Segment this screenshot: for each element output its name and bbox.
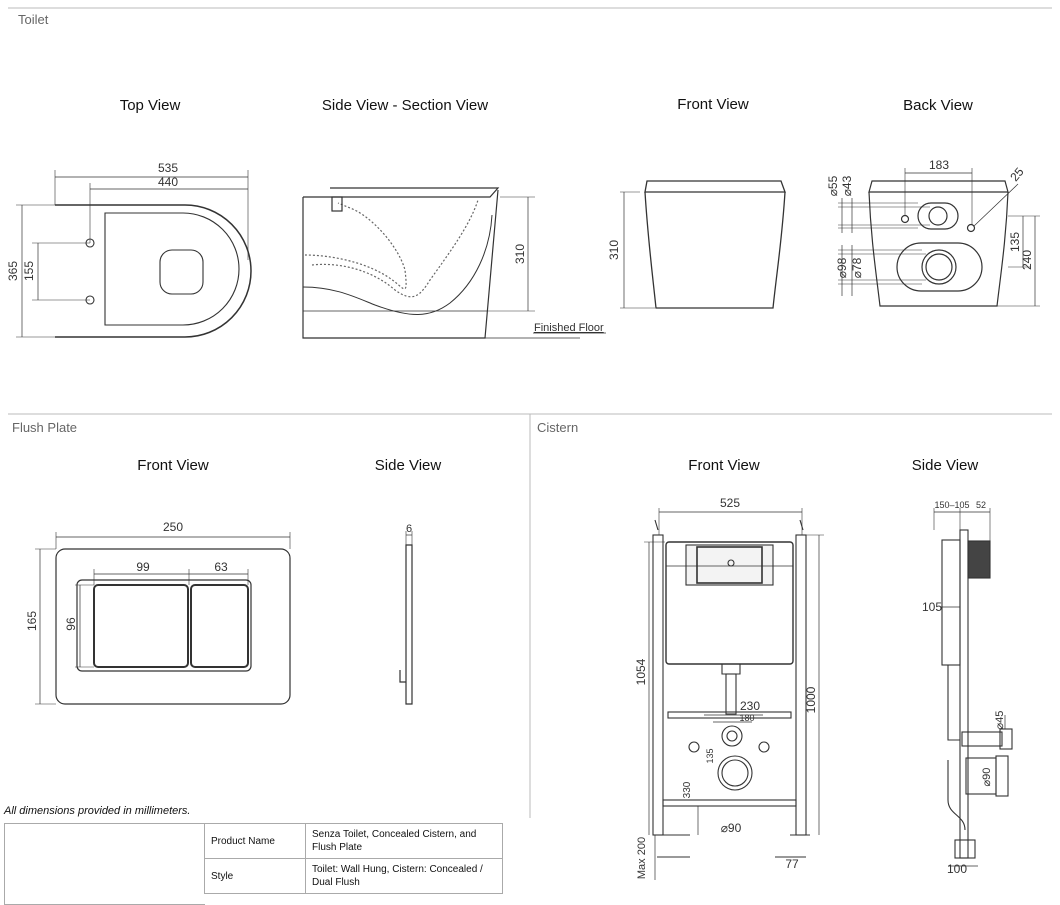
dim-back-135: 135 [1008,232,1022,252]
spec-value: Senza Toilet, Concealed Cistern, and Flu… [305,823,503,859]
toilet-back-view [838,168,1040,307]
dim-cs-105: 105 [922,600,942,614]
dim-cis-max200: Max 200 [636,837,648,879]
title-plate-side-view: Side View [374,457,442,474]
section-label-toilet: Toilet [18,12,49,27]
dim-top-440: 440 [158,175,178,189]
toilet-side-section-view [302,187,606,339]
dim-top-535: 535 [158,161,178,175]
dim-cis-230: 230 [740,699,760,713]
dim-front-310: 310 [607,240,621,260]
dim-cs-d90: ⌀90 [981,768,993,787]
dim-back-d78: ⌀78 [850,257,864,278]
dim-cis-135: 135 [705,748,715,763]
dim-back-183: 183 [929,158,949,172]
logo-area [4,823,205,905]
dim-back-d55: ⌀55 [826,175,840,196]
title-toilet-top-view: Top View [119,97,181,114]
dim-cis-1000: 1000 [804,686,818,713]
dim-cs-52: 52 [976,500,986,510]
dim-plate-6: 6 [406,523,412,535]
dim-cs-150-105: 150–105 [934,500,969,510]
dim-back-25: 25 [1007,165,1027,184]
flush-plate-side-view [399,531,413,705]
dim-cis-77: 77 [785,857,799,871]
title-toilet-front-view: Front View [677,96,749,113]
dim-cis-1054: 1054 [634,658,648,685]
dim-plate-63: 63 [214,560,228,574]
dim-cs-100: 100 [947,862,967,876]
dim-plate-96: 96 [64,617,78,631]
dim-back-240: 240 [1020,250,1034,270]
dim-cis-180: 180 [739,713,754,723]
dim-plate-250: 250 [163,520,183,534]
label-finished-floor: Finished Floor [534,322,604,334]
section-label-flush-plate: Flush Plate [12,420,78,435]
dimensions-note: All dimensions provided in millimeters. [4,805,191,817]
section-label-cistern: Cistern [537,420,579,435]
title-toilet-side-view: Side View - Section View [321,97,489,114]
title-plate-front-view: Front View [137,457,209,474]
spec-label: Product Name [204,823,306,859]
dim-top-365: 365 [6,261,20,281]
title-cistern-side-view: Side View [911,457,979,474]
dim-cis-330: 330 [682,781,693,798]
flush-plate-front-view [35,532,291,705]
spec-label: Style [204,858,306,894]
dim-plate-99: 99 [136,560,150,574]
dim-back-d43: ⌀43 [840,175,854,196]
cistern-side-view [933,508,1013,867]
dim-plate-165: 165 [25,611,39,631]
dim-cis-525: 525 [720,496,740,510]
title-toilet-back-view: Back View [903,97,973,114]
title-cistern-front-view: Front View [688,457,760,474]
spec-value: Toilet: Wall Hung, Cistern: Concealed / … [305,858,503,894]
toilet-top-view [16,170,252,338]
table-row: Style Toilet: Wall Hung, Cistern: Concea… [204,858,503,894]
dim-top-155: 155 [22,261,36,281]
cistern-front-view [644,508,824,880]
dim-back-d98: ⌀98 [835,257,849,278]
spec-table: Product Name Senza Toilet, Concealed Cis… [204,823,503,894]
table-row: Product Name Senza Toilet, Concealed Cis… [204,823,503,859]
toilet-front-view [620,180,786,309]
dim-side-310: 310 [513,244,527,264]
dim-cs-d45: ⌀45 [994,711,1006,730]
dim-cis-d90: ⌀90 [721,821,742,835]
